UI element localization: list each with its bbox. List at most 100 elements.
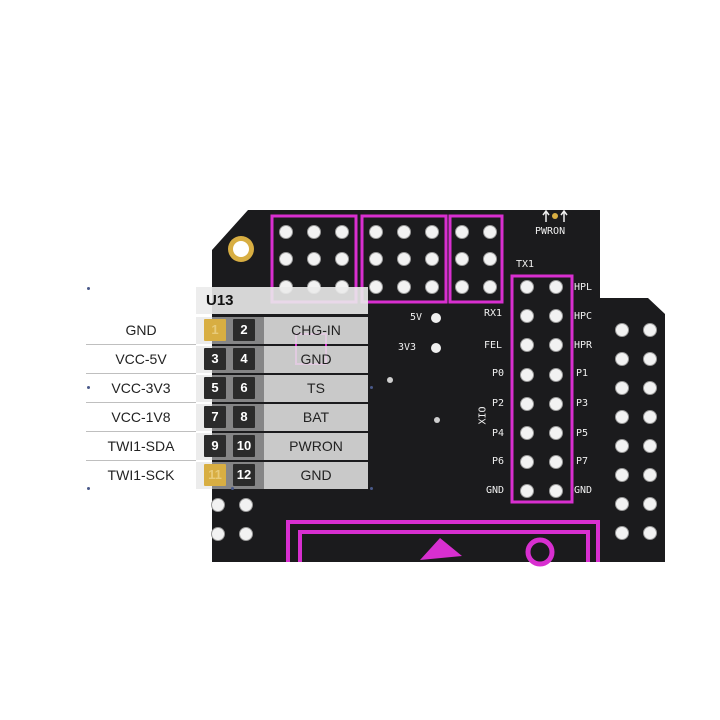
right-signal-label: TS bbox=[307, 380, 325, 396]
header-pad bbox=[549, 455, 563, 469]
marker-dot bbox=[87, 386, 90, 389]
edge-pad bbox=[643, 526, 657, 540]
silk-rx1: RX1 bbox=[484, 308, 503, 319]
edge-pad bbox=[643, 352, 657, 366]
header-pad bbox=[455, 225, 469, 239]
signal-panel bbox=[264, 317, 368, 344]
header-pad bbox=[483, 280, 497, 294]
header-pad bbox=[520, 368, 534, 382]
pin-number-even: 10 bbox=[233, 435, 255, 457]
marker-dot bbox=[370, 386, 373, 389]
header-pad bbox=[369, 252, 383, 266]
edge-pad bbox=[615, 410, 629, 424]
pin-number-odd: 1 bbox=[204, 319, 226, 341]
header-pad bbox=[520, 484, 534, 498]
silk-tx1: TX1 bbox=[516, 259, 535, 270]
header-pad bbox=[520, 426, 534, 440]
silk-p2: P2 bbox=[492, 398, 505, 409]
header-pad bbox=[520, 338, 534, 352]
row-separator bbox=[86, 373, 196, 374]
header-pad bbox=[520, 280, 534, 294]
edge-pad bbox=[615, 323, 629, 337]
silk-p6: P6 bbox=[492, 456, 505, 467]
header-pad bbox=[369, 280, 383, 294]
row-separator bbox=[86, 402, 196, 403]
row-separator bbox=[86, 431, 196, 432]
marker-dot bbox=[87, 287, 90, 290]
header-pad bbox=[549, 280, 563, 294]
header-pad bbox=[520, 397, 534, 411]
header-pad bbox=[549, 309, 563, 323]
header-pad bbox=[307, 252, 321, 266]
silk-p3: P3 bbox=[576, 398, 589, 409]
right-signal-label: BAT bbox=[302, 409, 330, 425]
edge-pad bbox=[211, 498, 225, 512]
signal-panel bbox=[264, 433, 368, 460]
header-pad bbox=[307, 225, 321, 239]
silk-p1: P1 bbox=[576, 368, 589, 379]
header-pad bbox=[397, 225, 411, 239]
left-signal-label: TWI1-SDA bbox=[107, 438, 175, 454]
edge-pad bbox=[643, 323, 657, 337]
pin-number-odd: 7 bbox=[204, 406, 226, 428]
edge-pad bbox=[643, 439, 657, 453]
signal-panel bbox=[264, 346, 368, 373]
edge-pad bbox=[643, 410, 657, 424]
header-pad bbox=[425, 252, 439, 266]
edge-pad bbox=[615, 468, 629, 482]
row-separator bbox=[86, 460, 196, 461]
header-pad bbox=[455, 280, 469, 294]
pin-number-odd: 5 bbox=[204, 377, 226, 399]
header-pad bbox=[549, 397, 563, 411]
edge-pad bbox=[239, 498, 253, 512]
row-separator bbox=[86, 344, 196, 345]
header-pad bbox=[549, 338, 563, 352]
marker-dot bbox=[370, 487, 373, 490]
edge-pad bbox=[615, 497, 629, 511]
silk-p7: P7 bbox=[576, 456, 589, 467]
pin-number-odd: 11 bbox=[204, 464, 226, 486]
silk-p0: P0 bbox=[492, 368, 505, 379]
header-pad bbox=[483, 225, 497, 239]
silk-p5: P5 bbox=[576, 428, 589, 439]
marker-dot bbox=[87, 487, 90, 490]
header-pad bbox=[483, 252, 497, 266]
left-signal-label: VCC-5V bbox=[115, 351, 167, 367]
header-pad bbox=[335, 225, 349, 239]
edge-pad bbox=[643, 497, 657, 511]
silk-xio: XIO bbox=[477, 406, 489, 425]
right-signal-label: CHG-IN bbox=[291, 322, 341, 338]
header-pad bbox=[549, 426, 563, 440]
header-pad bbox=[549, 368, 563, 382]
silk-hpc: HPC bbox=[574, 311, 593, 322]
header-pad bbox=[335, 252, 349, 266]
left-signal-label: TWI1-SCK bbox=[107, 467, 175, 483]
header-pad bbox=[279, 225, 293, 239]
silk-hpr: HPR bbox=[574, 340, 593, 351]
signal-panel bbox=[264, 462, 368, 489]
left-signal-label: VCC-3V3 bbox=[111, 380, 171, 396]
silk-pwron: PWRON bbox=[535, 226, 566, 237]
pin-number-even: 8 bbox=[233, 406, 255, 428]
pin-number-even: 12 bbox=[233, 464, 255, 486]
header-title: U13 bbox=[196, 287, 368, 314]
edge-pad bbox=[615, 381, 629, 395]
left-signal-label: GND bbox=[125, 322, 157, 338]
header-pad bbox=[369, 225, 383, 239]
silk-p4: P4 bbox=[492, 428, 505, 439]
left-signal-label: VCC-1V8 bbox=[111, 409, 171, 425]
marker-dot bbox=[231, 487, 234, 490]
top-header-right bbox=[448, 214, 504, 304]
silk-3v3: 3V3 bbox=[398, 342, 417, 353]
edge-pad bbox=[239, 527, 253, 541]
edge-pad bbox=[615, 526, 629, 540]
header-pad bbox=[520, 309, 534, 323]
edge-pad bbox=[615, 439, 629, 453]
pin-number-odd: 3 bbox=[204, 348, 226, 370]
header-pad bbox=[425, 280, 439, 294]
